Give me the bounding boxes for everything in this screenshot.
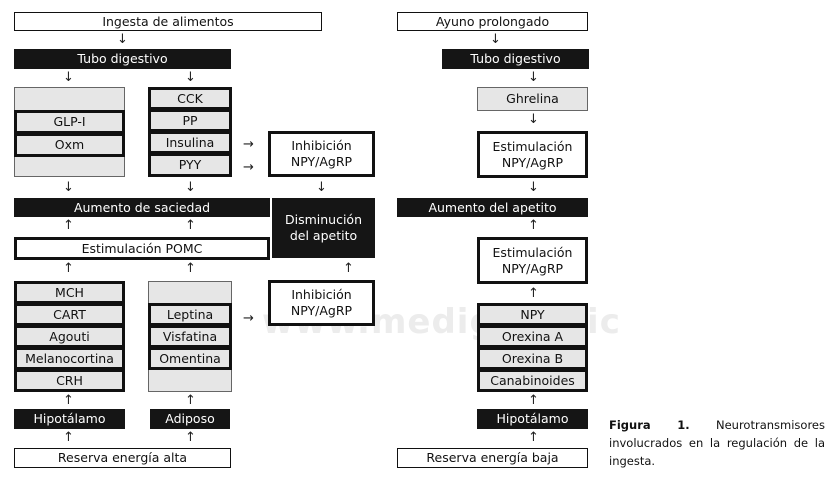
ingesta-box: Ingesta de alimentos	[14, 12, 322, 31]
arrow-down-icon: ↓	[490, 32, 501, 47]
disminucion-apetito: Disminución del apetito	[272, 198, 375, 258]
aumento-saciedad: Aumento de saciedad	[14, 198, 270, 217]
arrow-down-icon: ↓	[63, 70, 74, 85]
estimulacion-pomc: Estimulación POMC	[14, 237, 270, 260]
tubo-digestivo-left: Tubo digestivo	[14, 49, 231, 69]
arrow-up-icon: ↑	[185, 218, 196, 233]
arrow-down-icon: ↓	[316, 180, 327, 195]
adiposo-box: Adiposo	[150, 409, 230, 429]
npy-box: NPY	[477, 303, 588, 326]
inhibicion-box-1: Inhibición NPY/AgRP	[268, 131, 375, 177]
inhibicion-box-2: Inhibición NPY/AgRP	[268, 280, 375, 326]
aumento-apetito: Aumento del apetito	[397, 198, 588, 217]
cck-box: CCK	[148, 87, 232, 110]
hipotalamo-left: Hipotálamo	[14, 409, 125, 429]
insulina-box: Insulina	[148, 131, 232, 154]
arrow-up-icon: ↑	[528, 286, 539, 301]
omentina-box: Omentina	[148, 347, 232, 370]
arrow-up-icon: ↑	[528, 218, 539, 233]
tubo-digestivo-right: Tubo digestivo	[442, 49, 589, 69]
cart-box: CART	[14, 303, 125, 326]
orexina-b-box: Orexina B	[477, 347, 588, 370]
caption-label: Figura 1.	[609, 418, 690, 432]
arrow-down-icon: ↓	[528, 70, 539, 85]
ayuno-box: Ayuno prolongado	[397, 12, 588, 31]
arrow-up-icon: ↑	[185, 261, 196, 276]
agouti-box: Agouti	[14, 325, 125, 348]
arrow-down-icon: ↓	[185, 70, 196, 85]
crh-box: CRH	[14, 369, 125, 392]
arrow-down-icon: ↓	[117, 32, 128, 47]
oxm-box: Oxm	[14, 133, 125, 157]
arrow-down-icon: ↓	[528, 180, 539, 195]
reserva-baja: Reserva energía baja	[397, 448, 588, 468]
ghrelina-box: Ghrelina	[477, 87, 588, 111]
arrow-up-icon: ↑	[528, 393, 539, 408]
visfatina-box: Visfatina	[148, 325, 232, 348]
arrow-down-icon: ↓	[528, 112, 539, 127]
hipotalamo-right: Hipotálamo	[477, 409, 588, 429]
arrow-up-icon: ↑	[528, 430, 539, 445]
melanocortina-box: Melanocortina	[14, 347, 125, 370]
arrow-right-icon: →	[243, 311, 254, 326]
canabinoides-box: Canabinoides	[477, 369, 588, 392]
orexina-a-box: Orexina A	[477, 325, 588, 348]
figure-caption: Figura 1. Neurotransmisores involucrados…	[609, 417, 825, 470]
estimulacion-box-1: Estimulación NPY/AgRP	[477, 131, 588, 178]
pp-box: PP	[148, 109, 232, 132]
arrow-up-icon: ↑	[63, 393, 74, 408]
mch-box: MCH	[14, 281, 125, 304]
arrow-right-icon: →	[243, 137, 254, 152]
caption-text: Neurotransmisores involucrados en la reg…	[609, 418, 825, 468]
arrow-up-icon: ↑	[185, 393, 196, 408]
leptina-box: Leptina	[148, 303, 232, 326]
arrow-up-icon: ↑	[63, 218, 74, 233]
arrow-down-icon: ↓	[185, 180, 196, 195]
reserva-alta: Reserva energía alta	[14, 448, 231, 468]
estimulacion-box-2: Estimulación NPY/AgRP	[477, 237, 588, 284]
arrow-right-icon: →	[243, 160, 254, 175]
arrow-up-icon: ↑	[63, 430, 74, 445]
arrow-down-icon: ↓	[63, 180, 74, 195]
arrow-up-icon: ↑	[185, 430, 196, 445]
glp1-box: GLP-I	[14, 110, 125, 134]
arrow-up-icon: ↑	[343, 261, 354, 276]
arrow-up-icon: ↑	[63, 261, 74, 276]
pyy-box: PYY	[148, 153, 232, 177]
